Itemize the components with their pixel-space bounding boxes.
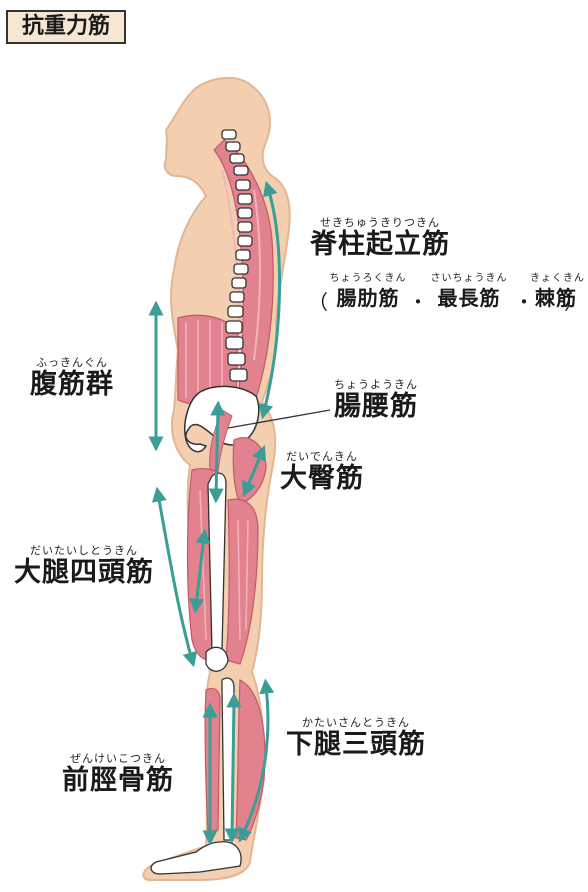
sub-open: （ [308, 290, 328, 314]
name-tibialis: 前脛骨筋 [62, 765, 174, 796]
iliopsoas-arrow-icon [208, 400, 226, 504]
sub-close: ） [564, 290, 584, 314]
tibia-arrow-icon [224, 692, 242, 844]
name-gluteus: 大臀筋 [280, 463, 364, 494]
name-spinal: 脊柱起立筋 [310, 229, 450, 260]
ruby-quadriceps: だいたいしとうきん [30, 544, 138, 557]
spinal-arrow-icon [258, 180, 281, 420]
label-quadriceps: だいたいしとうきん 大腿四頭筋 [14, 544, 154, 589]
name-abdominal: 腹筋群 [30, 369, 114, 400]
page-title: 抗重力筋 [6, 10, 126, 44]
ruby-tibialis: ぜんけいこつきん [70, 752, 166, 765]
calf-arrow-icon [238, 678, 275, 843]
hamstring-muscle [225, 498, 259, 665]
label-triceps-surae: かたいさんとうきん 下腿三頭筋 [286, 716, 426, 761]
ruby-abdominal: ふっきんぐん [36, 356, 108, 369]
spine [221, 129, 253, 382]
sub-sep-2: ・ [514, 290, 534, 314]
ruby-spinal: せきちゅうきりつきん [319, 216, 441, 229]
tibialis-muscle [204, 687, 221, 833]
ruby-iliopsoas: ちょうようきん [334, 378, 418, 391]
label-abdominal: ふっきんぐん 腹筋群 [30, 356, 114, 401]
name-triceps-surae: 下腿三頭筋 [286, 729, 426, 760]
sub-sep-1: ・ [408, 290, 428, 314]
ruby-longissimus: さいちょうきん [430, 273, 508, 284]
ruby-triceps-surae: かたいさんとうきん [302, 716, 410, 729]
ruby-spinalis: きょくきん [530, 273, 585, 284]
name-spinalis: 棘筋 [535, 286, 577, 310]
label-spinal: せきちゅうきりつきん 脊柱起立筋 [310, 216, 450, 261]
ruby-gluteus: だいでんきん [286, 450, 358, 463]
name-iliocostalis: 腸肋筋 [336, 286, 400, 310]
name-quadriceps: 大腿四頭筋 [14, 557, 154, 588]
label-gluteus: だいでんきん 大臀筋 [280, 450, 364, 495]
gluteus-arrow-icon [241, 445, 267, 497]
ruby-iliocostalis: ちょうろくきん [329, 273, 407, 284]
name-longissimus: 最長筋 [437, 286, 501, 310]
label-iliopsoas: ちょうようきん 腸腰筋 [334, 378, 418, 423]
kneecap [205, 646, 229, 672]
name-iliopsoas: 腸腰筋 [334, 391, 418, 422]
quadriceps-short-arrow-icon [189, 528, 211, 614]
quadriceps-arrow-icon [151, 486, 198, 668]
iliopsoas-leader-line [227, 409, 331, 429]
label-tibialis: ぜんけいこつきん 前脛骨筋 [62, 752, 174, 797]
